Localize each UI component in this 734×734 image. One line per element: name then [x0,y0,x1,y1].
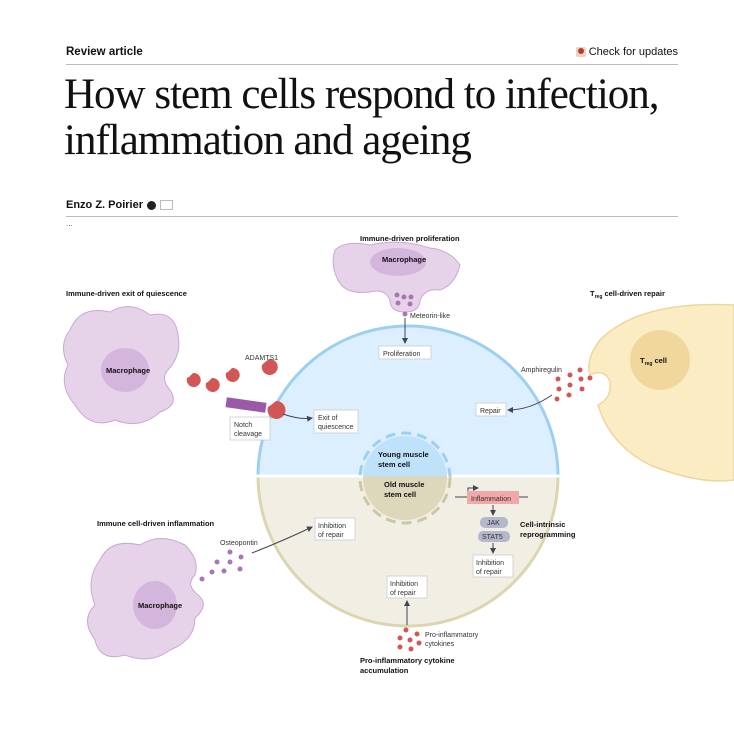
macrophage-bottom-label: Macrophage [138,601,182,610]
macrophage-bottom [87,538,204,660]
macrophage-left-label: Macrophage [106,366,150,375]
cytokine-dots [397,627,422,652]
notch-label-2: cleavage [234,431,262,438]
inhibition-right-2: of repair [476,569,502,576]
section-title-cytokine-1: Pro-inflammatory cytokine [360,656,455,665]
stat5-pill [478,531,510,542]
muscle-stem-cell-large [256,324,560,628]
header-divider [66,64,678,65]
old-cell-label-2: stem cell [384,490,416,499]
meteorin-dots [394,292,414,317]
author-line: Enzo Z. Poirier [66,199,174,211]
treg-cell [588,303,734,482]
notch-receptor [225,397,267,413]
macrophage-left [63,306,180,425]
inhibition-bottom-2: of repair [390,590,416,597]
article-title: How stem cells respond to infection, inf… [64,72,704,164]
email-icon[interactable] [160,200,174,210]
meteorin-label: Meteorin-like [410,313,450,320]
old-cell-label-1: Old muscle [384,480,424,489]
proliferation-box: Proliferation [383,351,420,358]
section-title-cytokine-2: accumulation [360,666,409,675]
section-title-quiescence: Immune-driven exit of quiescence [66,289,187,298]
cytokines-label-1: Pro-inflammatory [425,632,479,639]
cytokines-label-2: cytokines [425,641,455,648]
cell-intrinsic-label-1: Cell-intrinsic [520,520,565,529]
osteopontin-dots [199,549,244,582]
adamts1-label: ADAMTS1 [245,355,278,362]
section-title-treg: Treg cell-driven repair [590,289,665,300]
author-divider [66,216,678,217]
title-line-2: inflammation and ageing [64,117,472,164]
inhibition-left-2: of repair [318,532,344,539]
truncated-text: ... [66,219,73,228]
amphiregulin-dots [554,367,593,402]
article-type: Review article [66,46,143,58]
inflammation-label: Inflammation [471,496,511,503]
notch-label-1: Notch [234,422,252,429]
stat5-label: STAT5 [482,534,503,541]
inhibition-left-1: Inhibition [318,523,346,530]
title-line-1: How stem cells respond to infection, [64,71,660,118]
exit-label-1: Exit of [318,415,338,422]
crossmark-icon [575,47,586,57]
macrophage-top [332,241,461,313]
inhibition-bottom-1: Inhibition [390,581,418,588]
young-cell-label-1: Young muscle [378,450,429,459]
amphiregulin-label: Amphiregulin [521,367,562,374]
jak-pill [480,517,508,528]
macrophage-top-label: Macrophage [382,255,426,264]
orcid-icon[interactable] [147,200,157,210]
author-name[interactable]: Enzo Z. Poirier [66,199,144,211]
nucleus [358,431,452,525]
section-title-proliferation: Immune-driven proliferation [360,234,460,243]
inhibition-right-1: Inhibition [476,560,504,567]
exit-label-2: quiescence [318,424,354,431]
young-cell-label-2: stem cell [378,460,410,469]
section-title-inflammation: Immune cell-driven inflammation [97,519,215,528]
check-for-updates-link[interactable]: Check for updates [575,46,678,58]
treg-cell-label: Treg cell [640,356,667,367]
osteopontin-label: Osteopontin [220,540,258,547]
repair-box: Repair [480,408,501,415]
adamts1-proteins [186,358,286,419]
cell-intrinsic-label-2: reprogramming [520,530,576,539]
inflammation-box [467,491,519,504]
check-for-updates-label: Check for updates [588,46,678,58]
jak-label: JAK [487,520,500,527]
